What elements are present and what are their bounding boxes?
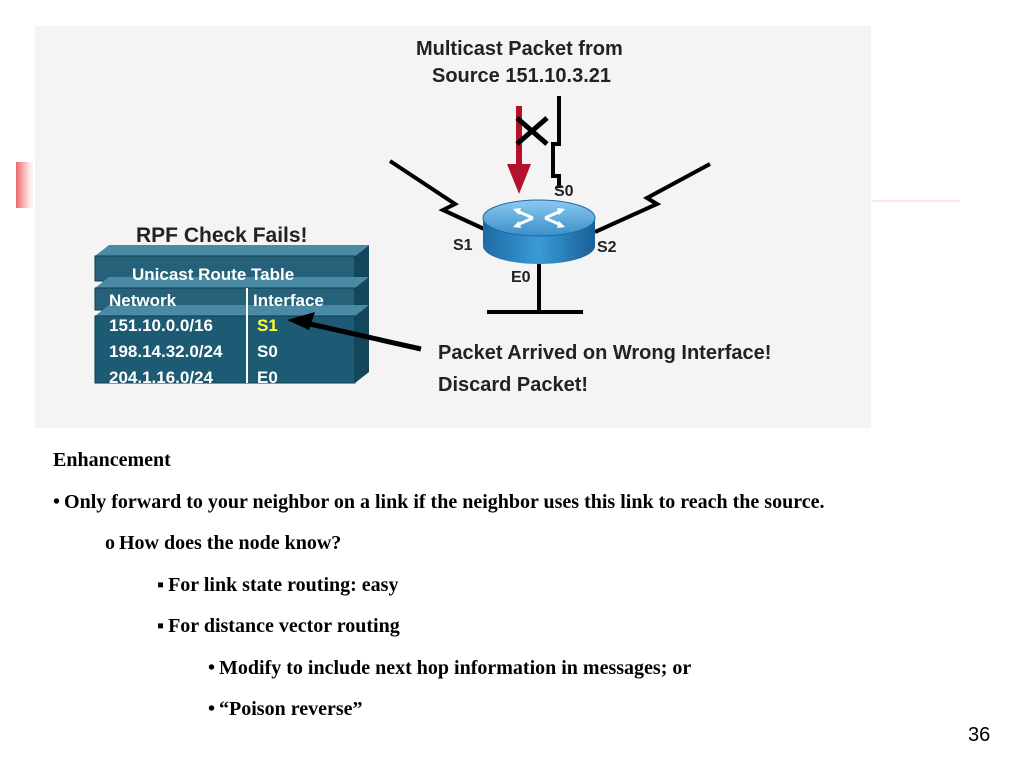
section-heading: Enhancement bbox=[53, 449, 171, 471]
pointer-arrow-head bbox=[287, 312, 315, 330]
port-s0-label: S0 bbox=[554, 183, 574, 200]
route-row-interface: S0 bbox=[257, 342, 278, 361]
bullet-text: How does the node know? bbox=[119, 532, 342, 554]
diagram-title-line2: Source 151.10.3.21 bbox=[432, 65, 611, 87]
route-row-interface: E0 bbox=[257, 368, 278, 387]
bullet-text: “Poison reverse” bbox=[219, 698, 363, 720]
bullet-marker: • bbox=[208, 698, 216, 720]
route-row-interface-highlight: S1 bbox=[257, 316, 278, 335]
bullet-level3: ▪For distance vector routing bbox=[53, 606, 993, 648]
bullet-text: For distance vector routing bbox=[168, 615, 400, 637]
link-s1-line bbox=[388, 159, 496, 236]
route-row-network: 204.1.16.0/24 bbox=[109, 368, 214, 387]
bullet-text: Modify to include next hop information i… bbox=[219, 656, 692, 679]
page-number: 36 bbox=[968, 724, 991, 746]
cross-icon bbox=[515, 116, 549, 146]
bullet-text: For link state routing: easy bbox=[168, 573, 399, 596]
bullet-marker: ▪ bbox=[157, 573, 165, 596]
route-row-network: 151.10.0.0/16 bbox=[109, 316, 213, 335]
bullet-level4: •“Poison reverse” bbox=[53, 689, 993, 731]
discard-packet-message: Discard Packet! bbox=[438, 374, 588, 396]
rpf-diagram-svg: Multicast Packet from Source 151.10.3.21 bbox=[94, 38, 771, 396]
router-icon bbox=[482, 199, 596, 264]
bullet-marker: ▪ bbox=[157, 615, 165, 637]
column-header-interface: Interface bbox=[253, 291, 324, 310]
bullet-level4: •Modify to include next hop information … bbox=[53, 648, 993, 690]
route-table-title: Unicast Route Table bbox=[132, 265, 294, 284]
link-s0-line bbox=[551, 96, 561, 188]
packet-arrow-head bbox=[507, 164, 531, 194]
route-row-network: 198.14.32.0/24 bbox=[109, 342, 223, 361]
port-s1-label: S1 bbox=[453, 237, 473, 254]
bullet-marker: • bbox=[53, 490, 61, 513]
slide-body-text: Enhancement •Only forward to your neighb… bbox=[53, 440, 993, 731]
bullet-level3: ▪For link state routing: easy bbox=[53, 565, 993, 607]
rpf-check-label: RPF Check Fails! bbox=[136, 224, 308, 247]
pointer-arrow-shaft bbox=[300, 319, 422, 352]
route-table bbox=[94, 245, 369, 384]
port-e0-label: E0 bbox=[511, 269, 531, 286]
bullet-marker: o bbox=[105, 532, 115, 554]
slide-accent-bar bbox=[16, 162, 34, 208]
port-s2-label: S2 bbox=[597, 239, 617, 256]
wrong-interface-message: Packet Arrived on Wrong Interface! bbox=[438, 342, 771, 364]
rpf-diagram: Multicast Packet from Source 151.10.3.21 bbox=[35, 26, 871, 428]
slide-accent-line bbox=[872, 200, 960, 202]
bullet-marker: • bbox=[208, 656, 216, 679]
column-header-network: Network bbox=[109, 291, 177, 310]
diagram-title-line1: Multicast Packet from bbox=[416, 38, 623, 60]
bullet-level1: •Only forward to your neighbor on a link… bbox=[53, 482, 993, 524]
link-s2-line bbox=[594, 162, 711, 234]
bullet-text: Only forward to your neighbor on a link … bbox=[64, 490, 825, 513]
